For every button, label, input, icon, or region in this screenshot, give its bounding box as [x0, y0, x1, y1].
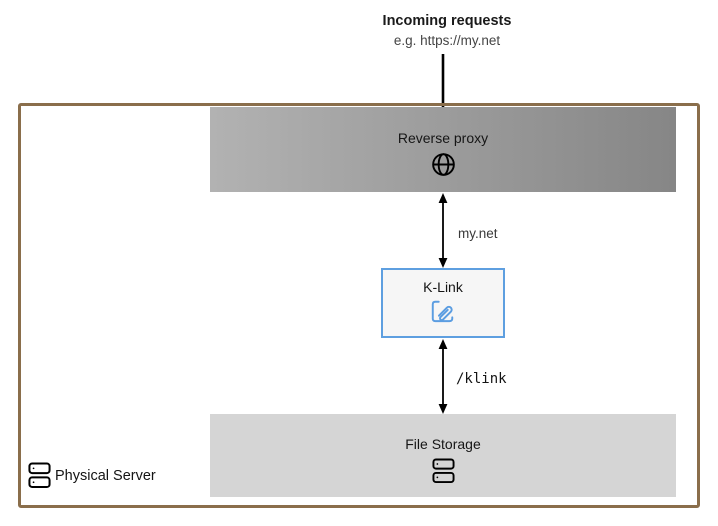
physical-server-legend: Physical Server: [28, 461, 156, 490]
node-file-storage: File Storage: [210, 414, 676, 497]
incoming-requests-example-url: e.g. https://my.net: [393, 32, 501, 48]
klink-logo-icon: [431, 301, 454, 323]
globe-icon: [431, 153, 455, 177]
physical-server-label: Physical Server: [55, 467, 156, 484]
node-reverse-proxy: Reverse proxy: [210, 107, 676, 192]
file-storage-label: File Storage: [405, 436, 481, 452]
arrow-klink-storage: [438, 339, 448, 414]
arrow-proxy-klink: [438, 193, 448, 268]
incoming-requests-title: Incoming requests: [382, 13, 512, 29]
physical-server-boundary: [18, 103, 700, 508]
klink-label: K-Link: [423, 279, 463, 295]
edge-label-klink-path: /klink: [456, 371, 507, 387]
server-stack-icon: [28, 462, 51, 489]
edge-label-mynet: my.net: [458, 226, 498, 241]
server-stack-icon: [431, 458, 455, 484]
node-klink: K-Link: [381, 268, 505, 338]
incoming-requests-label: Incoming requests e.g. https://my.net: [383, 12, 512, 49]
reverse-proxy-label: Reverse proxy: [397, 130, 489, 146]
